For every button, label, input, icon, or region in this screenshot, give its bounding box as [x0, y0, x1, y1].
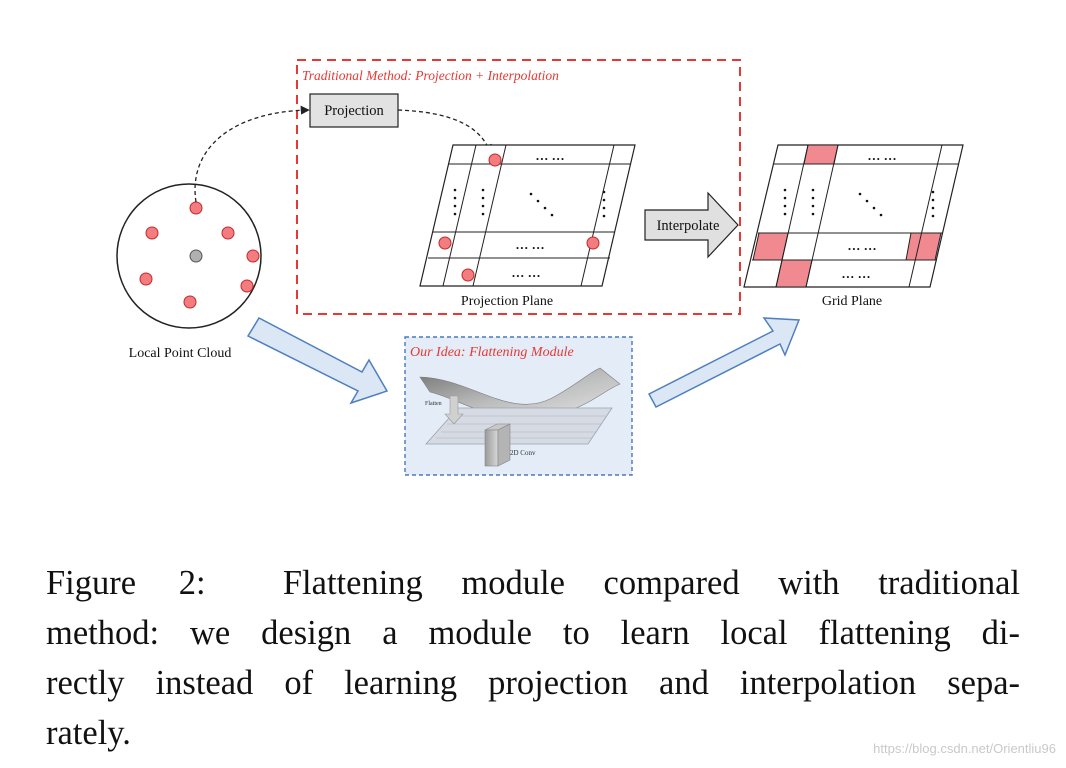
flattening-diagram: Traditional Method: Projection + Interpo…: [116, 59, 964, 476]
point: [189, 201, 203, 215]
conv-cube: [484, 423, 511, 467]
point: [240, 279, 254, 293]
point: [183, 295, 197, 309]
ellipsis: … …: [511, 265, 540, 280]
filled-cell: [803, 144, 839, 165]
point: [221, 226, 235, 240]
caption-line-4: rately.: [46, 714, 131, 752]
projection-plane-label: Projection Plane: [461, 294, 553, 309]
flat-grid-plane: [425, 407, 613, 445]
vertical-dots: [453, 188, 606, 218]
local-point-cloud-label: Local Point Cloud: [129, 346, 232, 361]
interpolate-label: Interpolate: [657, 218, 720, 234]
point: [246, 249, 260, 263]
projection-to-plane-arrow: [397, 109, 492, 154]
grid-plane-label: Grid Plane: [822, 294, 882, 309]
projected-point: [438, 236, 452, 250]
grid-plane: … … … … … …: [743, 144, 964, 288]
ellipsis: … …: [847, 238, 876, 253]
ellipsis: … …: [515, 237, 544, 252]
projected-point: [461, 268, 475, 282]
point: [139, 272, 153, 286]
ellipsis: … …: [841, 266, 870, 281]
idea-title: Our Idea: Flattening Module: [410, 345, 574, 360]
to-projection-arrow: [194, 105, 310, 203]
flatten-label: Flatten: [425, 401, 442, 407]
idea-to-grid-arrow: [647, 317, 801, 409]
caption-label: Figure 2:: [46, 564, 206, 602]
ellipsis: … …: [867, 148, 896, 163]
local-point-cloud-circle: [116, 183, 262, 329]
filled-cell: [905, 232, 942, 261]
projection-label: Projection: [324, 103, 384, 119]
figure-caption: Figure 2: Flattening module compared wit…: [46, 558, 1020, 758]
caption-line-3: rectly instead of learning projection an…: [46, 664, 1020, 702]
traditional-method-title: Traditional Method: Projection + Interpo…: [302, 68, 559, 83]
point-cloud-points: [139, 201, 260, 309]
center-point: [189, 249, 203, 263]
traditional-method-box: [296, 59, 741, 315]
watermark: https://blog.csdn.net/Orientliu96: [873, 741, 1056, 756]
projection-plane: … … … … … …: [419, 144, 636, 287]
point: [145, 226, 159, 240]
projected-point: [488, 153, 502, 167]
caption-line-1: Flattening module compared with traditio…: [282, 564, 1020, 602]
diagonal-dots: [858, 192, 883, 217]
interpolate-arrow: [644, 191, 739, 259]
projected-point: [586, 236, 600, 250]
flatten-arrow: [444, 395, 464, 425]
cloud-to-idea-arrow: [246, 317, 389, 405]
conv-label: 2D Conv: [510, 449, 536, 457]
diagonal-dots: [529, 192, 554, 217]
caption-line-2: method: we design a module to learn loca…: [46, 614, 1020, 652]
ellipsis: … …: [535, 148, 564, 163]
vertical-dots: [783, 188, 935, 218]
